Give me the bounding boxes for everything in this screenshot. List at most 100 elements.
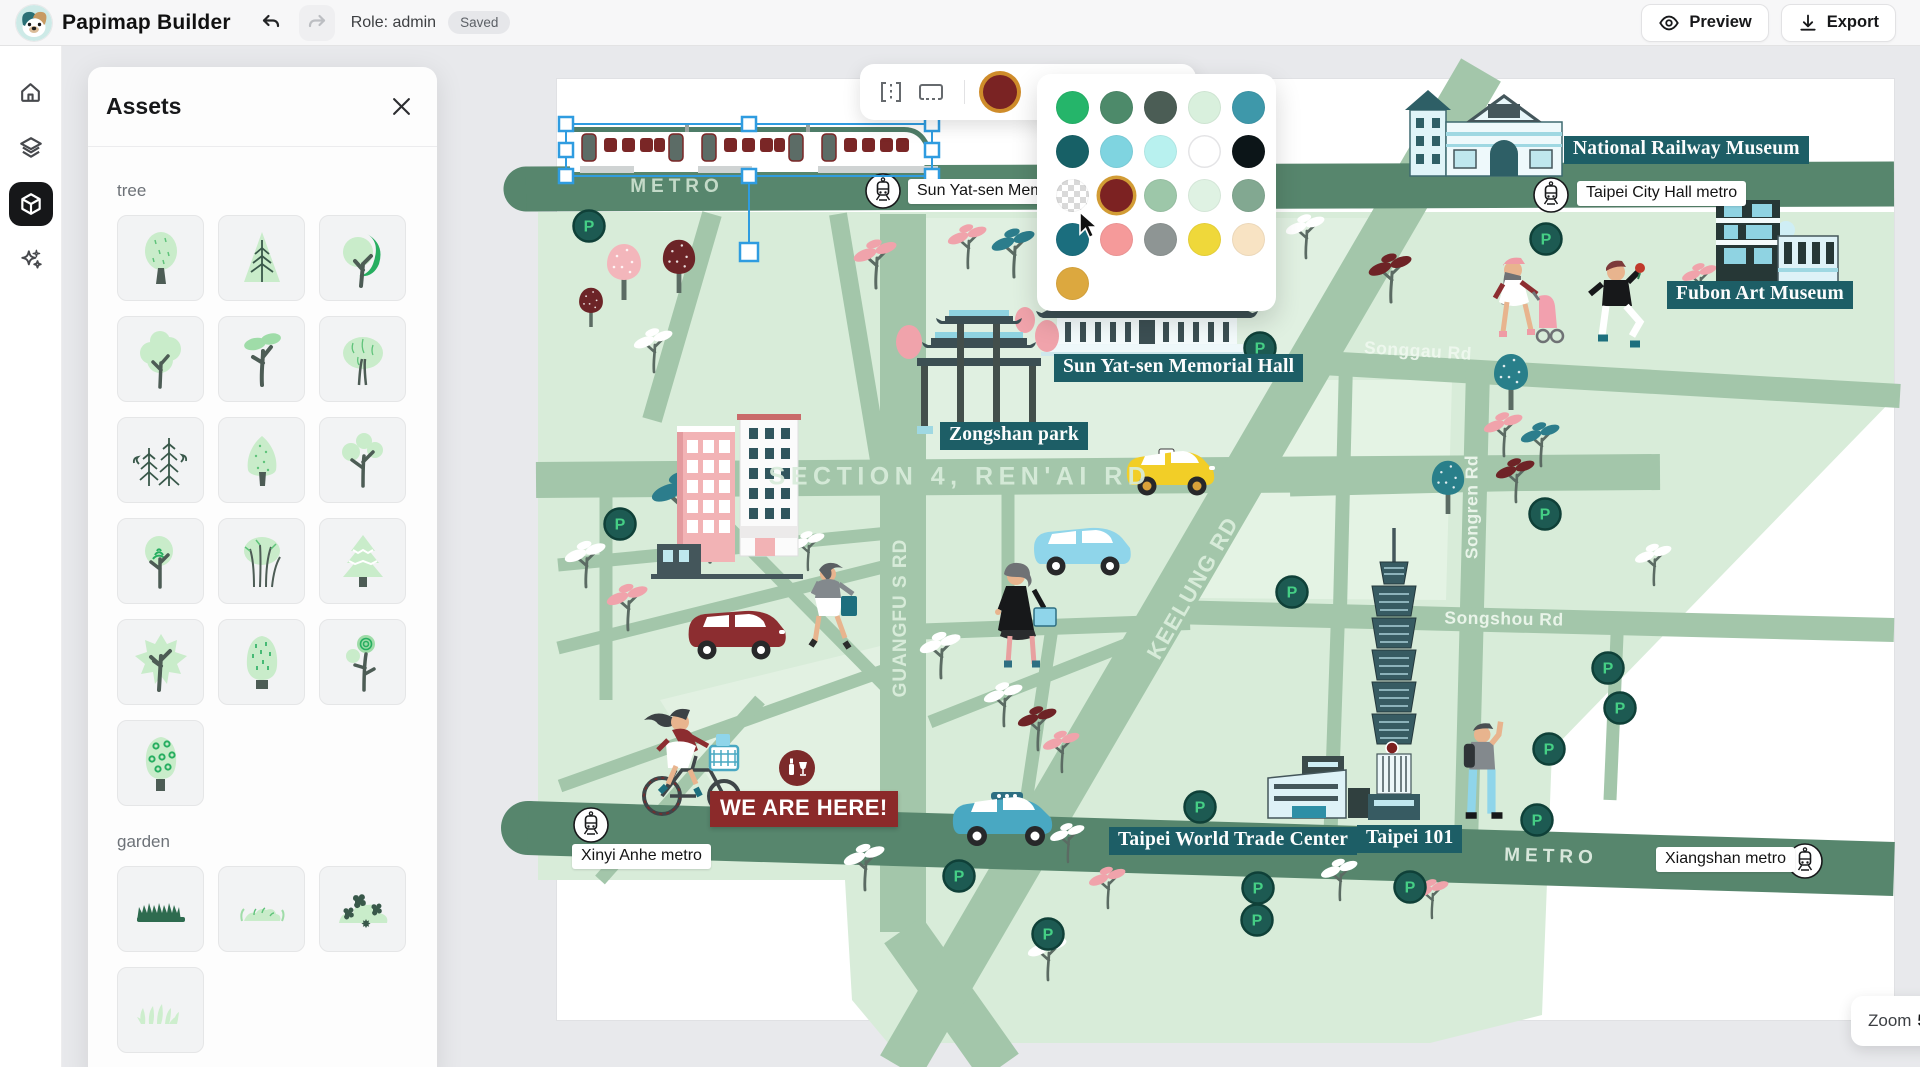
map-tree-tealBlob[interactable] — [990, 227, 1036, 279]
map-tree-whiteBlob[interactable] — [842, 842, 886, 892]
parking-marker[interactable]: P — [1393, 870, 1427, 904]
map-tree-darkBlob[interactable] — [1016, 705, 1058, 752]
color-swatch-82a891[interactable] — [1232, 179, 1265, 212]
building-taipei-101[interactable] — [1368, 528, 1420, 820]
person-black-dress-woman[interactable] — [995, 562, 1057, 668]
parking-marker[interactable]: P — [1529, 222, 1563, 256]
wine-shop-marker[interactable] — [779, 750, 815, 786]
color-swatch-efd83a[interactable] — [1188, 223, 1221, 256]
map-metro-stations[interactable] — [573, 173, 1823, 879]
sidebar-item-home[interactable] — [9, 70, 53, 114]
color-swatch-ffffff[interactable] — [1188, 135, 1221, 168]
asset-maple-leaf-tree[interactable] — [117, 619, 204, 705]
map-tree-whiteBlob[interactable] — [563, 539, 607, 589]
asset-ring-sapling[interactable] — [319, 619, 406, 705]
map-tree-tealRound[interactable] — [1494, 354, 1528, 410]
export-button[interactable]: Export — [1780, 3, 1896, 42]
metro-station-marker[interactable] — [865, 173, 901, 209]
zoom-control[interactable]: Zoom 5 — [1851, 996, 1920, 1046]
parking-marker[interactable]: P — [1591, 651, 1625, 685]
asset-twin-oval-tree[interactable] — [218, 316, 305, 402]
building-zongshan-arch[interactable] — [896, 307, 1059, 434]
map-tree-whiteBlob[interactable] — [632, 327, 674, 374]
color-swatch-7fd4e0[interactable] — [1100, 135, 1133, 168]
asset-streaky-wide-tree[interactable] — [319, 316, 406, 402]
map-tree-pinkBlob[interactable] — [852, 238, 898, 290]
asset-grass-tufts[interactable] — [117, 967, 204, 1053]
map-tree-pinkBlob[interactable] — [1482, 411, 1524, 458]
map-tree-whiteBlob[interactable] — [982, 681, 1024, 728]
person-runner-woman[interactable] — [808, 562, 857, 650]
asset-skeleton-pine-tree[interactable] — [218, 215, 305, 301]
selected-train[interactable] — [570, 124, 938, 173]
map-tree-pinkBlob[interactable] — [946, 223, 988, 270]
sidebar-item-layers[interactable] — [9, 126, 53, 170]
asset-dotty-tall-bush[interactable] — [218, 619, 305, 705]
parking-marker[interactable]: P — [1241, 871, 1275, 905]
map-tree-darkRound[interactable] — [662, 239, 696, 293]
sidebar-item-assets[interactable] — [8, 182, 53, 226]
parking-marker[interactable]: P — [1603, 691, 1637, 725]
metro-station-marker[interactable] — [573, 807, 609, 843]
person-flower-man[interactable] — [1588, 260, 1645, 348]
metro-station-marker[interactable] — [1533, 177, 1569, 213]
map-tree-tealBlob[interactable] — [1519, 421, 1561, 468]
building-fubon-art-museum[interactable] — [1716, 200, 1839, 284]
color-swatch-4d8a6a[interactable] — [1100, 91, 1133, 124]
map-tree-whiteBlob[interactable] — [1284, 213, 1326, 260]
asset-flower-bush[interactable] — [319, 866, 406, 952]
building-national-railway-museum[interactable] — [1405, 90, 1563, 177]
metro-station-marker[interactable] — [1787, 843, 1823, 879]
map-tree-darkRound[interactable] — [579, 287, 603, 327]
asset-fruit-blossom-tree[interactable] — [117, 720, 204, 806]
redo-button[interactable] — [298, 4, 335, 41]
parking-marker[interactable]: P — [1240, 903, 1274, 937]
parking-marker[interactable]: P — [1528, 497, 1562, 531]
parking-marker[interactable]: P — [1031, 917, 1065, 951]
asset-tri-blob-tree[interactable] — [319, 417, 406, 503]
parking-marker[interactable]: P — [1532, 732, 1566, 766]
color-swatch-8e9594[interactable] — [1144, 223, 1177, 256]
asset-arc-ring-tree[interactable] — [117, 518, 204, 604]
color-swatch-3e98aa[interactable] — [1232, 91, 1265, 124]
asset-pine-forest[interactable] — [117, 417, 204, 503]
color-swatch-0c1518[interactable] — [1232, 135, 1265, 168]
color-swatch-transparent[interactable] — [1056, 179, 1089, 212]
parking-marker[interactable]: P — [1275, 575, 1309, 609]
map-tree-whiteBlob[interactable] — [1319, 857, 1358, 902]
map-tree-whiteBlob[interactable] — [918, 630, 962, 680]
map-tree-whiteBlob[interactable] — [1049, 822, 1086, 864]
building-taipei-world-trade-center[interactable] — [1267, 756, 1370, 819]
vehicle-yellow-taxi[interactable] — [1126, 448, 1215, 496]
person-stroller-girl[interactable] — [1492, 257, 1565, 344]
color-swatch-f8e3c3[interactable] — [1232, 223, 1265, 256]
sidebar-item-magic[interactable] — [9, 238, 53, 282]
parking-marker[interactable]: P — [942, 859, 976, 893]
color-swatch-b8f1ef[interactable] — [1144, 135, 1177, 168]
color-swatch-9dc7a9[interactable] — [1144, 179, 1177, 212]
person-backpacker-man[interactable] — [1463, 721, 1504, 819]
frame-dashed-icon[interactable] — [914, 75, 948, 109]
map-tree-darkBlob[interactable] — [1494, 457, 1536, 504]
color-swatch-7c2222[interactable] — [1100, 179, 1133, 212]
fill-color-swatch[interactable] — [983, 75, 1017, 109]
parking-marker[interactable]: P — [572, 209, 606, 243]
person-cyclist-girl[interactable] — [642, 708, 741, 816]
app-logo[interactable] — [16, 4, 52, 41]
asset-grass-mound[interactable] — [218, 866, 305, 952]
map-tree-pinkBlob[interactable] — [1087, 865, 1126, 910]
color-swatch-d9f0dd[interactable] — [1188, 91, 1221, 124]
preview-button[interactable]: Preview — [1641, 3, 1769, 42]
map-tree-whiteBlob[interactable] — [1633, 542, 1672, 587]
vehicle-red-minivan[interactable] — [688, 610, 786, 660]
parking-marker[interactable]: P — [1183, 790, 1217, 824]
asset-grass-hedge[interactable] — [117, 866, 204, 952]
asset-layered-pine-tree[interactable] — [319, 518, 406, 604]
component-brackets-icon[interactable] — [874, 75, 908, 109]
vehicle-blue-taxi[interactable] — [952, 792, 1053, 846]
map-tree-darkBlob[interactable] — [1367, 252, 1413, 304]
asset-dotty-cone-tree[interactable] — [218, 417, 305, 503]
vehicle-blue-minivan[interactable] — [1034, 527, 1131, 576]
color-swatch-4b5d55[interactable] — [1144, 91, 1177, 124]
